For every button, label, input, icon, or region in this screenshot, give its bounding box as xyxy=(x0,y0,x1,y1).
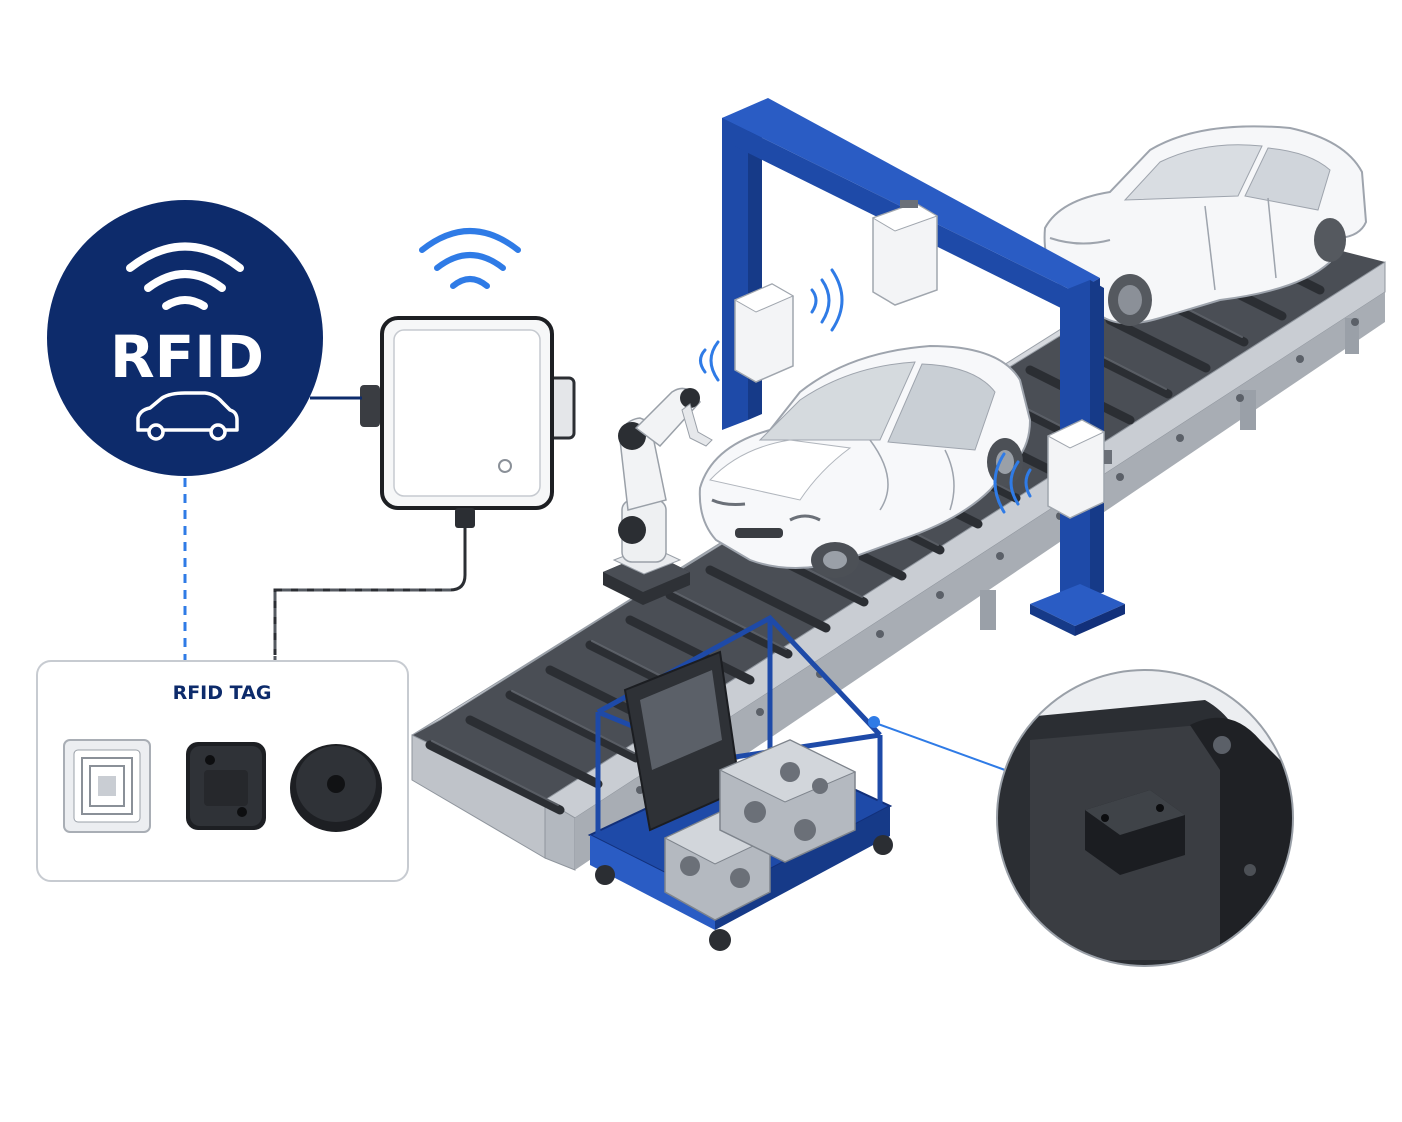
rfid-reader-device xyxy=(273,316,576,655)
car-front xyxy=(698,344,1032,578)
car-icon xyxy=(136,391,239,441)
signal-icon xyxy=(699,268,844,382)
tag-zoom-inset xyxy=(996,669,1294,967)
right-post-rfid-antenna xyxy=(1046,419,1112,519)
rfid-tag-title: RFID TAG xyxy=(173,682,272,704)
parts-cart xyxy=(587,614,893,951)
wifi-icon xyxy=(126,242,244,310)
overhead-rfid-antenna xyxy=(871,200,939,306)
signal-icon xyxy=(993,452,1032,514)
car-rear xyxy=(1043,125,1368,326)
cart-tag-marker xyxy=(868,716,880,728)
rfid-badge-label: RFID xyxy=(110,323,264,391)
left-post-rfid-antenna xyxy=(733,283,795,383)
disc-tag-icon xyxy=(290,744,382,832)
rfid-tag-panel: RFID TAG xyxy=(36,660,409,882)
robot-arm xyxy=(603,387,713,605)
label-tag-icon xyxy=(63,739,151,833)
wifi-icon xyxy=(419,228,521,289)
zoom-connector xyxy=(877,723,1006,771)
hard-tag-icon xyxy=(186,742,266,830)
rfid-badge: RFID xyxy=(47,200,362,660)
